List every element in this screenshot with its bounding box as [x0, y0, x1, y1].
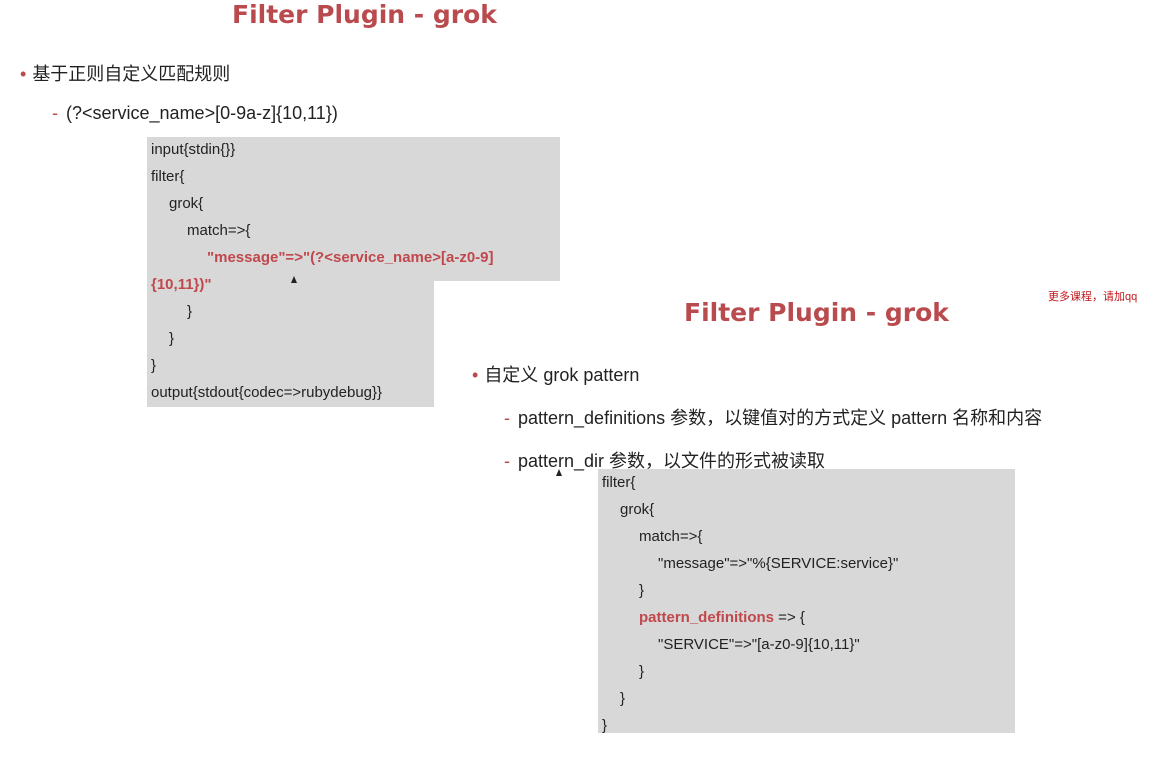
code-line: } [187, 303, 193, 320]
code-line: } [169, 330, 175, 347]
code-line: match=>{ [639, 528, 703, 545]
code-line-highlight: {10,11})" [151, 276, 212, 293]
slide1-sub-text: (?<service_name>[0-9a-z]{10,11}) [66, 103, 338, 123]
code-line: match=>{ [187, 222, 251, 239]
code-line: filter{ [602, 474, 636, 491]
mouse-pointer-icon [556, 469, 562, 476]
slide1-bullet: •基于正则自定义匹配规则 [20, 60, 230, 86]
code-clip: } [598, 717, 1015, 733]
code-line: grok{ [169, 195, 204, 212]
dash-marker: - [52, 103, 58, 123]
bullet-dot: • [20, 64, 27, 84]
code-line: output{stdout{codec=>rubydebug}} [151, 384, 383, 401]
code-line: filter{ [151, 168, 185, 185]
code-line: grok{ [620, 501, 655, 518]
slide1-title: Filter Plugin - grok [232, 0, 497, 29]
slide1-sub: -(?<service_name>[0-9a-z]{10,11}) [52, 103, 338, 124]
code-line: "SERVICE"=>"[a-z0-9]{10,11}" [658, 636, 860, 653]
watermark-text: 更多课程，请加qq [1048, 291, 1138, 303]
slide2-sub2: -pattern_dir 参数，以文件的形式被读取 [504, 447, 825, 473]
code-line: } [639, 663, 645, 680]
slide2-sub2-text: pattern_dir 参数，以文件的形式被读取 [518, 451, 826, 471]
slide1-code-box-bottom [147, 281, 434, 407]
dash-marker: - [504, 408, 510, 428]
code-line-highlight: "message"=>"(?<service_name>[a-z0-9] [207, 249, 494, 266]
slide2-bullet: •自定义 grok pattern [472, 361, 639, 387]
code-line: input{stdin{}} [151, 141, 236, 158]
slide1-bullet-text: 基于正则自定义匹配规则 [32, 64, 231, 84]
slide2-code-box [598, 469, 1015, 733]
slide1-code-box-top [147, 137, 560, 281]
code-text: => { [774, 609, 805, 626]
code-line: } [639, 582, 645, 599]
code-line: } [602, 717, 608, 733]
code-keyword-highlight: pattern_definitions [639, 609, 775, 626]
slide2-bullet-text: 自定义 grok pattern [484, 365, 640, 385]
slide2-sub1-text: pattern_definitions 参数，以键值对的方式定义 pattern… [518, 408, 1043, 428]
slide2-sub1: -pattern_definitions 参数，以键值对的方式定义 patter… [504, 404, 1042, 430]
code-line: } [151, 357, 157, 374]
mouse-pointer-icon [291, 276, 297, 283]
dash-marker: - [504, 451, 510, 471]
code-line: pattern_definitions => { [639, 609, 805, 626]
code-line: } [620, 690, 626, 707]
bullet-dot: • [472, 365, 479, 385]
slide2-title: Filter Plugin - grok [684, 298, 949, 327]
code-line: "message"=>"%{SERVICE:service}" [658, 555, 899, 572]
